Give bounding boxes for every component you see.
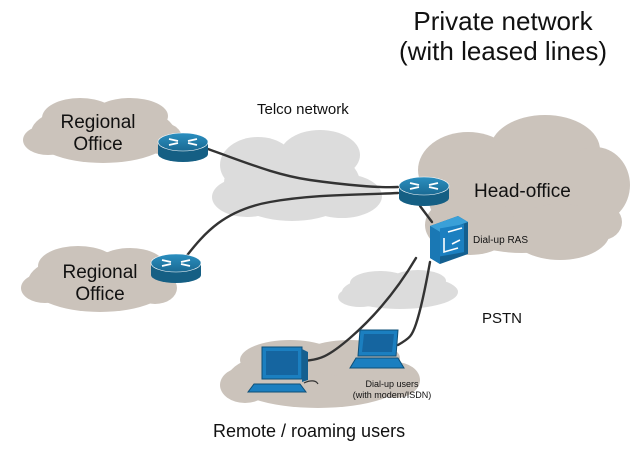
regional-office-top-line-2: Office	[73, 134, 123, 155]
dialup-users-line-1: Dial-up users	[365, 379, 419, 389]
head-office-cloud	[418, 115, 630, 260]
regional-office-bottom-line-2: Office	[75, 284, 125, 305]
dialup-users-line-2: (with modem/ISDN)	[352, 390, 432, 400]
pstn-cloud	[338, 270, 458, 309]
title-line-1: Private network	[413, 6, 593, 36]
regional-office-top-cloud	[23, 98, 182, 163]
diagram-title: Private network (with leased lines)	[396, 6, 610, 66]
leased-line-top	[203, 146, 400, 189]
dialup-ras-label: Dial-up RAS	[473, 235, 529, 246]
ras-link	[418, 204, 434, 224]
pstn-label: PSTN	[482, 310, 523, 327]
dialup-ras-icon	[430, 216, 468, 264]
dialup-users-label: Dial-up users (with modem/ISDN)	[340, 379, 444, 401]
regional-office-bottom-line-1: Regional	[62, 262, 138, 283]
remote-users-label: Remote / roaming users	[213, 421, 406, 441]
regional-office-top-label: Regional Office	[48, 112, 148, 156]
head-office-label: Head-office	[474, 181, 571, 202]
telco-network-cloud	[212, 130, 382, 221]
regional-office-bottom-label: Regional Office	[50, 262, 150, 306]
router-regional-bottom-icon	[150, 253, 202, 283]
router-regional-top-icon	[157, 132, 209, 162]
telco-network-label: Telco network	[257, 101, 349, 118]
title-line-2: (with leased lines)	[398, 36, 608, 66]
router-head-office-icon	[398, 176, 450, 206]
regional-office-top-line-1: Regional	[60, 112, 136, 133]
dialup-line-laptop	[396, 260, 432, 347]
laptop-icon	[349, 329, 405, 369]
desktop-computer-icon	[247, 346, 319, 393]
leased-line-bottom	[183, 191, 400, 260]
dialup-line-desktop	[298, 256, 418, 364]
regional-office-bottom-cloud	[21, 246, 177, 312]
